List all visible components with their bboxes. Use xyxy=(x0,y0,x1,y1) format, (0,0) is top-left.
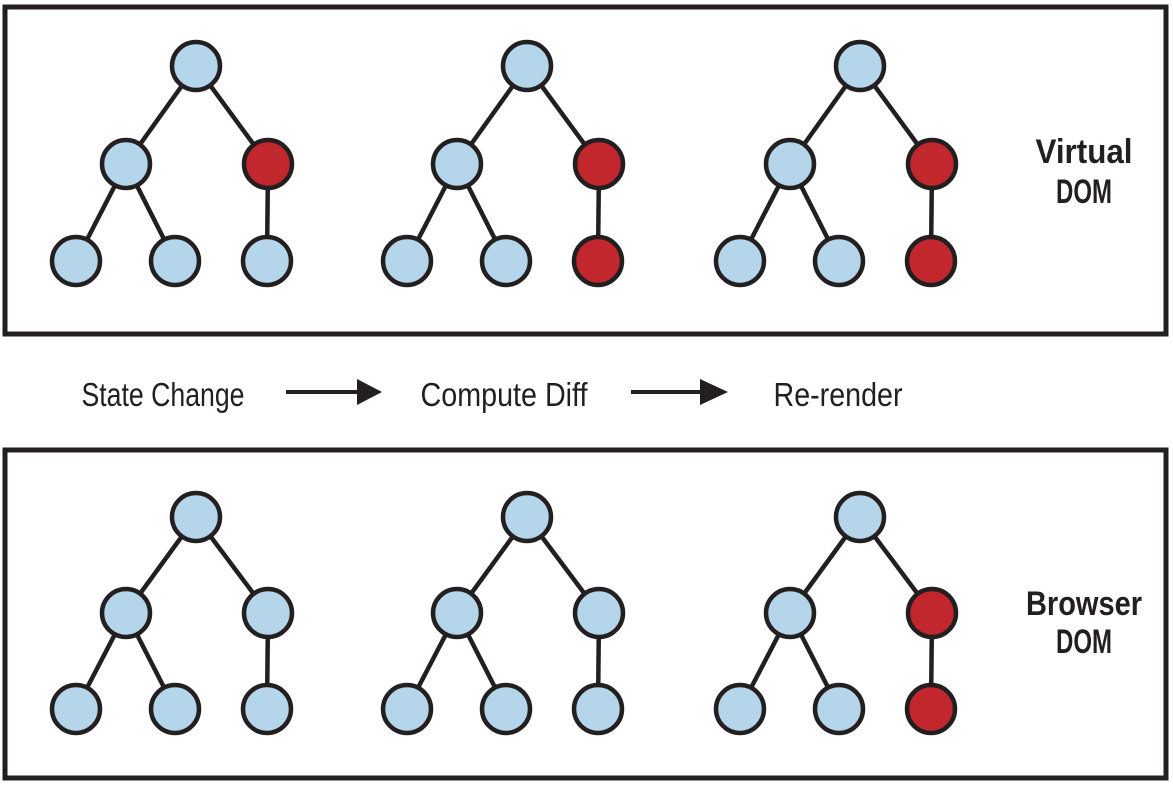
browser-tree-1-right-child-node xyxy=(241,586,295,640)
browser-tree-3-left-leaf-a-node xyxy=(713,682,767,736)
browser-tree-2-left-child-node xyxy=(430,586,484,640)
virtual-tree-1-right-child-node xyxy=(241,137,295,191)
browser-tree-2-left-leaf-a-node xyxy=(380,682,434,736)
virtual-dom-tree-3 xyxy=(713,39,959,288)
virtual-tree-1-left-leaf-a-node xyxy=(49,234,103,288)
browser-dom-trees xyxy=(49,490,959,736)
virtual-tree-2-left-leaf-a-node xyxy=(380,234,434,288)
virtual-tree-3-right-child-node xyxy=(905,137,959,191)
browser-dom-tree-3 xyxy=(713,490,959,736)
step-compute-diff: Compute Diff xyxy=(421,376,589,413)
virtual-dom-label-line1: Virtual xyxy=(1036,133,1133,171)
virtual-tree-1-root-node xyxy=(169,39,223,93)
browser-tree-3-right-leaf-node xyxy=(904,682,958,736)
virtual-tree-2-left-child-node xyxy=(430,137,484,191)
virtual-tree-1-right-leaf-node xyxy=(240,234,294,288)
browser-tree-2-left-leaf-b-node xyxy=(479,682,533,736)
browser-tree-1-left-leaf-a-node xyxy=(49,682,103,736)
step-re-render: Re-render xyxy=(774,376,903,413)
browser-dom-tree-2 xyxy=(380,490,626,736)
browser-dom-label-line1: Browser xyxy=(1026,585,1142,623)
virtual-dom-tree-2 xyxy=(380,39,626,288)
virtual-dom-tree-1 xyxy=(49,39,295,288)
virtual-tree-3-left-child-node xyxy=(763,137,817,191)
virtual-tree-2-root-node xyxy=(500,39,554,93)
browser-tree-1-root-node xyxy=(169,490,223,544)
virtual-tree-1-left-child-node xyxy=(99,137,153,191)
arrow-right-icon xyxy=(631,379,728,405)
browser-dom-tree-1 xyxy=(49,490,295,736)
arrow-right-icon xyxy=(286,379,382,405)
browser-tree-3-left-child-node xyxy=(763,586,817,640)
browser-dom-box: Browser DOM xyxy=(2,447,1169,781)
virtual-tree-2-right-child-node xyxy=(572,137,626,191)
browser-tree-1-left-leaf-b-node xyxy=(148,682,202,736)
virtual-tree-2-right-leaf-node xyxy=(571,234,625,288)
browser-dom-label-line2: DOM xyxy=(1056,623,1112,661)
browser-tree-3-root-node xyxy=(833,490,887,544)
virtual-tree-3-left-leaf-a-node xyxy=(713,234,767,288)
browser-tree-1-right-leaf-node xyxy=(240,682,294,736)
virtual-tree-3-left-leaf-b-node xyxy=(812,234,866,288)
virtual-dom-box: Virtual DOM xyxy=(2,4,1169,337)
process-flow: State Change Compute Diff Re-render xyxy=(82,376,903,413)
virtual-dom-label-line2: DOM xyxy=(1056,173,1112,211)
step-state-change: State Change xyxy=(82,376,245,413)
browser-tree-1-left-child-node xyxy=(99,586,153,640)
browser-tree-3-left-leaf-b-node xyxy=(812,682,866,736)
browser-tree-2-right-leaf-node xyxy=(571,682,625,736)
virtual-tree-3-root-node xyxy=(833,39,887,93)
virtual-tree-3-right-leaf-node xyxy=(904,234,958,288)
virtual-dom-trees xyxy=(49,39,959,288)
browser-tree-3-right-child-node xyxy=(905,586,959,640)
virtual-tree-2-left-leaf-b-node xyxy=(479,234,533,288)
browser-tree-2-right-child-node xyxy=(572,586,626,640)
virtual-tree-1-left-leaf-b-node xyxy=(148,234,202,288)
browser-tree-2-root-node xyxy=(500,490,554,544)
